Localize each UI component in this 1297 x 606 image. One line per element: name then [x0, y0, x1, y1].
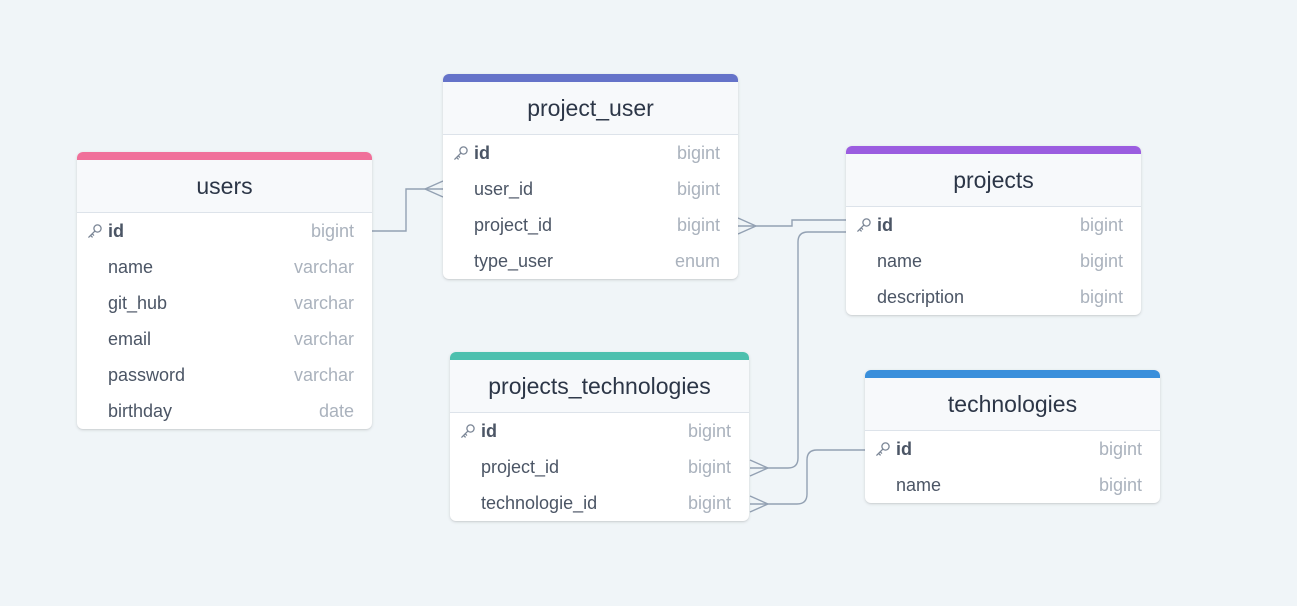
field-list: id bigint name bigint description bigint [846, 207, 1141, 315]
field-row-project-id[interactable]: project_id bigint [450, 449, 749, 485]
field-type: date [318, 400, 354, 421]
field-row-git-hub[interactable]: git_hub varchar [77, 285, 372, 321]
field-row-password[interactable]: password varchar [77, 357, 372, 393]
field-name: password [108, 364, 186, 385]
primary-key-icon [452, 144, 470, 162]
field-name: id [877, 214, 893, 235]
table-title[interactable]: technologies [865, 378, 1160, 431]
primary-key-icon [855, 216, 873, 234]
field-type: varchar [293, 328, 354, 349]
field-row-technologie-id[interactable]: technologie_id bigint [450, 485, 749, 521]
field-type: enum [674, 250, 720, 271]
table-color-bar [450, 352, 749, 360]
field-list: id bigint name bigint [865, 431, 1160, 503]
field-type: bigint [687, 420, 731, 441]
field-row-birthday[interactable]: birthday date [77, 393, 372, 429]
field-name: name [108, 256, 154, 277]
primary-key-icon [86, 222, 104, 240]
field-row-name[interactable]: name varchar [77, 249, 372, 285]
field-name: user_id [474, 178, 534, 199]
field-type: bigint [1079, 214, 1123, 235]
field-name: id [896, 438, 912, 459]
primary-key-icon [874, 440, 892, 458]
field-name: birthday [108, 400, 173, 421]
table-color-bar [443, 74, 738, 82]
table-technologies[interactable]: technologies id bigint name bigint [865, 370, 1160, 503]
field-row-email[interactable]: email varchar [77, 321, 372, 357]
link-projects-projects-technologies [750, 231, 847, 469]
field-name: email [108, 328, 152, 349]
table-color-bar [846, 146, 1141, 154]
field-type: bigint [1098, 438, 1142, 459]
table-color-bar [865, 370, 1160, 378]
field-row-id[interactable]: id bigint [846, 207, 1141, 243]
field-name: id [481, 420, 497, 441]
field-name: technologie_id [481, 492, 598, 513]
field-name: name [896, 474, 942, 495]
field-row-id[interactable]: id bigint [450, 413, 749, 449]
field-row-user-id[interactable]: user_id bigint [443, 171, 738, 207]
table-title[interactable]: users [77, 160, 372, 213]
crowfoot-project-user-project-id [737, 217, 757, 235]
field-type: bigint [676, 214, 720, 235]
field-type: varchar [293, 364, 354, 385]
field-name: name [877, 250, 923, 271]
field-name: project_id [474, 214, 553, 235]
table-title[interactable]: projects [846, 154, 1141, 207]
field-row-name[interactable]: name bigint [846, 243, 1141, 279]
field-type: varchar [293, 256, 354, 277]
primary-key-icon [459, 422, 477, 440]
field-row-id[interactable]: id bigint [443, 135, 738, 171]
crowfoot-project-user-user-id [424, 180, 444, 198]
crowfoot-projects-technologies-project-id [749, 459, 769, 477]
field-row-description[interactable]: description bigint [846, 279, 1141, 315]
link-projects-project-user [738, 219, 847, 227]
link-users-project-user [372, 188, 443, 232]
table-projects[interactable]: projects id bigint name bigint description bi… [846, 146, 1141, 315]
field-row-type-user[interactable]: type_user enum [443, 243, 738, 279]
field-type: bigint [1079, 250, 1123, 271]
table-title[interactable]: project_user [443, 82, 738, 135]
field-name: id [474, 142, 490, 163]
field-name: project_id [481, 456, 560, 477]
table-title[interactable]: projects_technologies [450, 360, 749, 413]
field-type: varchar [293, 292, 354, 313]
field-name: description [877, 286, 965, 307]
field-type: bigint [1098, 474, 1142, 495]
field-name: id [108, 220, 124, 241]
field-type: bigint [687, 492, 731, 513]
field-row-id[interactable]: id bigint [77, 213, 372, 249]
field-row-project-id[interactable]: project_id bigint [443, 207, 738, 243]
field-row-id[interactable]: id bigint [865, 431, 1160, 467]
field-name: type_user [474, 250, 554, 271]
field-row-name[interactable]: name bigint [865, 467, 1160, 503]
crowfoot-projects-technologies-technologie-id [749, 495, 769, 513]
field-type: bigint [1079, 286, 1123, 307]
table-color-bar [77, 152, 372, 160]
field-type: bigint [676, 142, 720, 163]
field-type: bigint [687, 456, 731, 477]
field-type: bigint [310, 220, 354, 241]
link-technologies-projects-technologies [750, 449, 866, 505]
field-type: bigint [676, 178, 720, 199]
field-name: git_hub [108, 292, 168, 313]
